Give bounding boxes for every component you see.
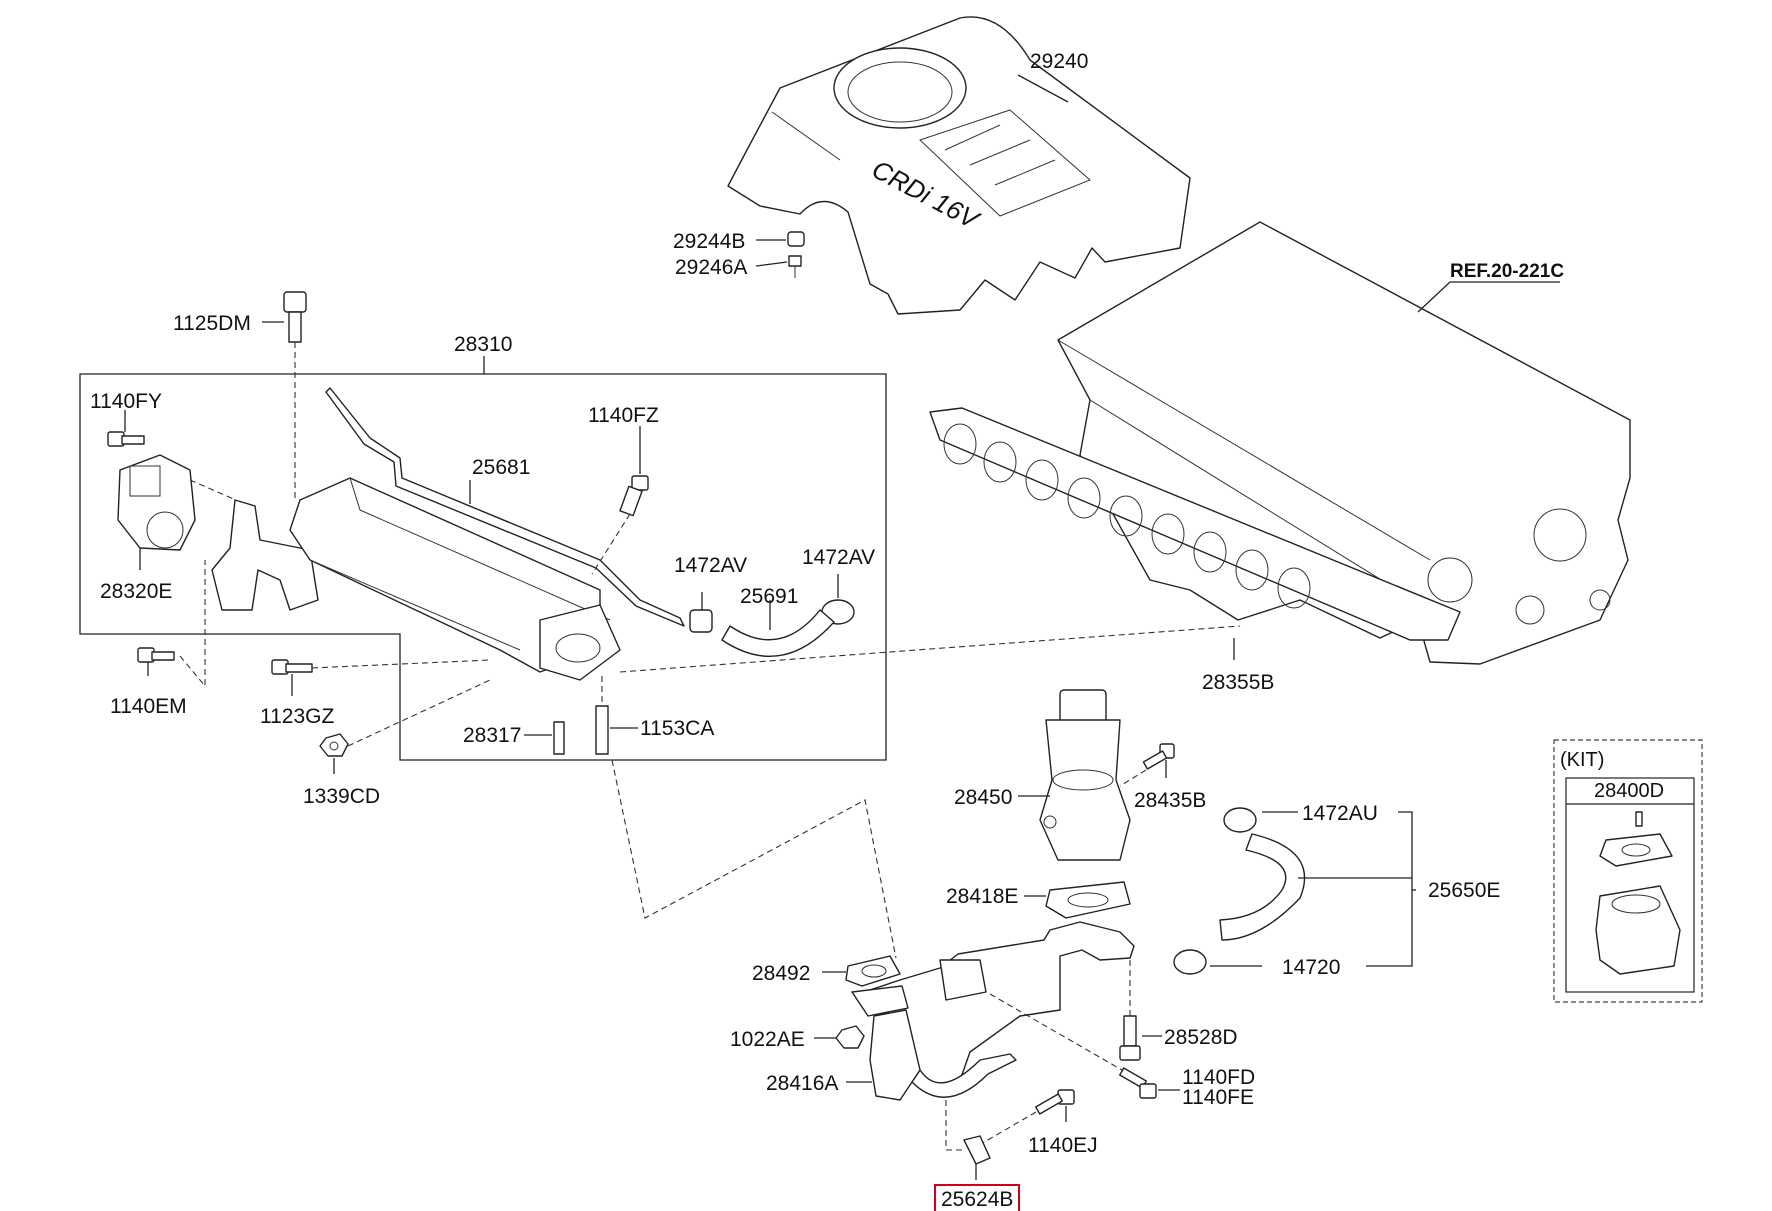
label-25691: 25691: [740, 585, 798, 608]
engine-cover[interactable]: CRDi 16V: [727, 16, 1191, 315]
coolant-hose-25691[interactable]: [721, 609, 835, 658]
label-25681: 25681: [472, 456, 530, 479]
label-1022AE: 1022AE: [730, 1028, 805, 1051]
label-28435B: 28435B: [1134, 789, 1206, 812]
clamp-1472AU[interactable]: [1223, 807, 1257, 833]
label-28450: 28450: [954, 786, 1012, 809]
label-1123GZ: 1123GZ: [260, 705, 334, 728]
bolt-1140EJ[interactable]: [1035, 1089, 1075, 1115]
label-28355B: 28355B: [1202, 671, 1274, 694]
bolt-1140FD[interactable]: [1119, 1067, 1157, 1099]
label-29246A: 29246A: [675, 256, 747, 279]
stud-28317[interactable]: [553, 721, 565, 755]
nut-1339CD[interactable]: [319, 733, 349, 757]
label-25650E: 25650E: [1428, 879, 1500, 902]
label-1140EM: 1140EM: [110, 695, 187, 718]
kit-box: [1553, 739, 1703, 1003]
label-1140EJ: 1140EJ: [1028, 1134, 1098, 1157]
label-1140FE: 1140FE: [1182, 1086, 1254, 1109]
clamp-14720[interactable]: [1173, 949, 1207, 975]
label-14720: 14720: [1282, 956, 1340, 979]
bracket-25624B[interactable]: [963, 1135, 991, 1165]
label-29244B: 29244B: [673, 230, 745, 253]
highlight-box-25624B[interactable]: [934, 1184, 1020, 1211]
label-1339CD: 1339CD: [303, 785, 380, 808]
bolt-1140FY[interactable]: [107, 431, 145, 447]
kit-egr-valve[interactable]: [1595, 811, 1681, 975]
label-28310: 28310: [454, 333, 512, 356]
stud-29246A[interactable]: [788, 255, 802, 278]
flange-pipe-28416A[interactable]: [851, 985, 921, 1101]
mounting-bracket[interactable]: [211, 499, 319, 611]
kit-inner-box: [1565, 777, 1695, 993]
cylinder-head[interactable]: [1057, 221, 1631, 665]
egr-hose-25650E[interactable]: [1219, 833, 1306, 941]
label-28416A: 28416A: [766, 1072, 838, 1095]
egr-actuator[interactable]: [117, 454, 196, 551]
label-28528D: 28528D: [1164, 1026, 1238, 1049]
bolt-1140EM[interactable]: [137, 647, 175, 663]
grommet-29244B[interactable]: [787, 231, 805, 247]
label-1125DM: 1125DM: [173, 312, 251, 335]
bolt-1140FZ[interactable]: [619, 475, 649, 517]
label-1472AV-left: 1472AV: [674, 554, 747, 577]
manifold-gasket[interactable]: [929, 407, 1461, 641]
label-1472AV-right: 1472AV: [802, 546, 875, 569]
assembly-box-28310: [79, 373, 887, 761]
bolt-28435B[interactable]: [1142, 743, 1175, 770]
bolt-28528D[interactable]: [1119, 1015, 1141, 1061]
kit-title: (KIT): [1560, 749, 1604, 771]
label-29240: 29240: [1030, 50, 1088, 73]
leader-ref: [1417, 281, 1560, 313]
label-28418E: 28418E: [946, 885, 1018, 908]
coolant-pipe[interactable]: [325, 387, 685, 627]
label-1472AU: 1472AU: [1302, 802, 1378, 825]
label-1140FZ: 1140FZ: [588, 404, 659, 427]
bolt-1123GZ[interactable]: [271, 659, 313, 675]
stud-1153CA[interactable]: [595, 705, 609, 755]
egr-valve[interactable]: [1039, 689, 1131, 861]
label-1140FD: 1140FD: [1182, 1066, 1255, 1089]
label-25624B: 25624B: [941, 1188, 1013, 1211]
gasket-28418E[interactable]: [1045, 881, 1131, 919]
bolt-1125DM[interactable]: [283, 291, 307, 343]
label-28492: 28492: [752, 962, 810, 985]
clamp-1472AV-left[interactable]: [689, 609, 713, 633]
egr-cooler[interactable]: [289, 477, 621, 681]
nut-1022AE[interactable]: [835, 1025, 865, 1049]
gasket-28492[interactable]: [845, 955, 901, 987]
leader-29240: [1017, 74, 1069, 103]
label-28317: 28317: [463, 724, 521, 747]
label-28320E: 28320E: [100, 580, 172, 603]
label-1140FY: 1140FY: [90, 390, 162, 413]
ref-label: REF.20-221C: [1450, 261, 1564, 282]
label-1153CA: 1153CA: [640, 717, 714, 740]
kit-part-number: 28400D: [1594, 780, 1664, 802]
